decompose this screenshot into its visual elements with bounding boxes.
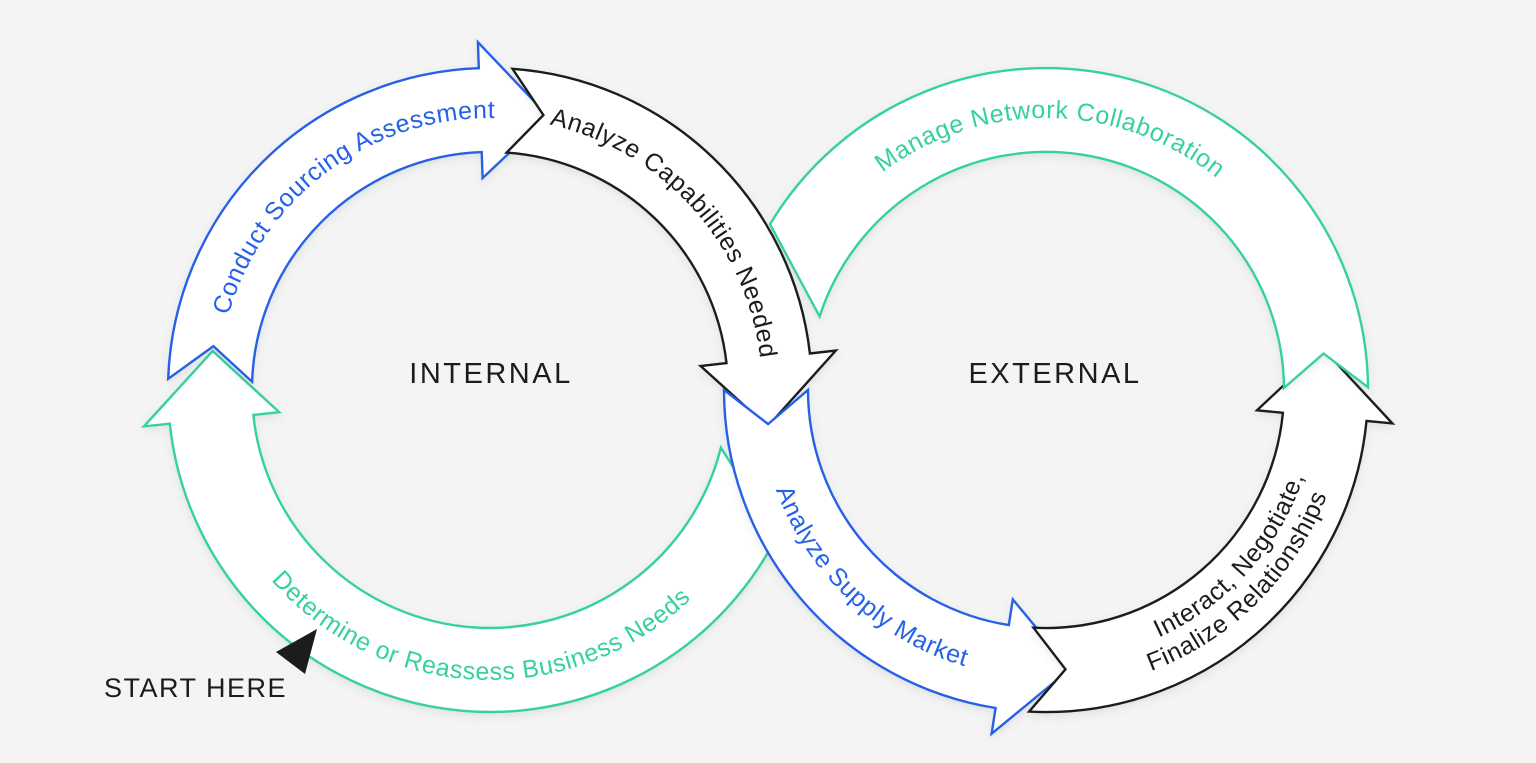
start-here-label: START HERE [104, 673, 287, 703]
external-region-label: EXTERNAL [968, 358, 1141, 390]
arrow-conduct-sourcing-assessment [166, 39, 550, 385]
internal-region-label: INTERNAL [409, 358, 572, 390]
arrow-interact-negotiate-finalize [1026, 346, 1396, 714]
arrow-manage-network-collaboration [768, 66, 1370, 391]
arrow-analyze-capabilities-needed [503, 67, 839, 429]
arrow-determine-business-needs [140, 349, 779, 714]
start-here-pointer-icon [276, 629, 317, 674]
arrow-analyze-supply-market [722, 387, 1073, 737]
